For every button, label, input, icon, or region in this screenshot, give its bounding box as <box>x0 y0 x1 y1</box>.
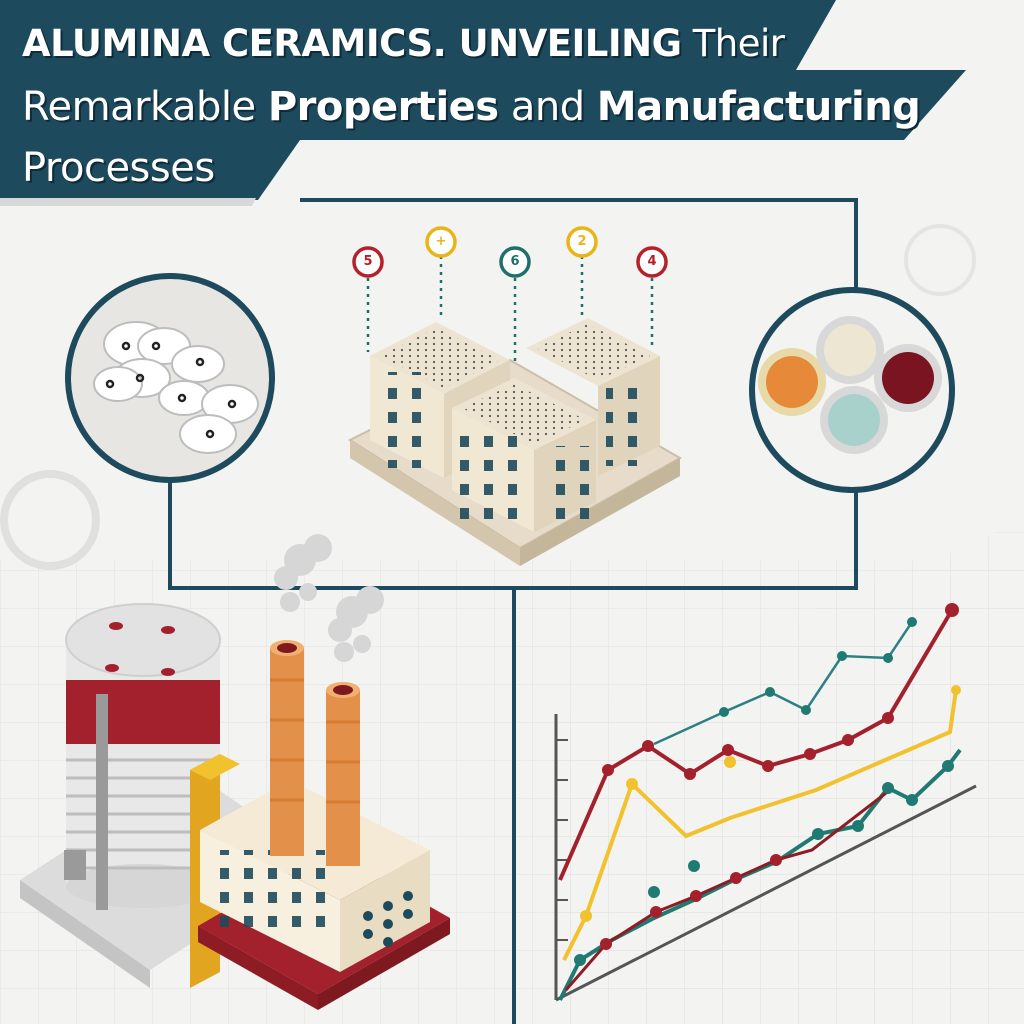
title-line-1: ALUMINA CERAMICS. UNVEILING Their <box>22 22 785 65</box>
marker-4-ring <box>566 226 598 258</box>
marker-1-label: 5 <box>363 254 373 269</box>
connector-frame <box>168 198 858 1024</box>
marker-5-label: 4 <box>647 254 657 269</box>
pigment-dish-icon <box>749 287 955 493</box>
line-chart-icon <box>554 520 1024 1024</box>
title-line-1-rest: Their <box>681 22 785 65</box>
decorative-gear-icon <box>0 470 100 570</box>
title-line-1-bold: ALUMINA CERAMICS. UNVEILING <box>22 22 682 65</box>
ceramic-block-icon <box>347 318 683 566</box>
title-line-2: Remarkable Properties and Manufacturing <box>22 84 921 130</box>
pellet-icon <box>65 273 275 483</box>
marker-4-label: 2 <box>577 234 587 249</box>
marker-5-ring <box>636 246 668 278</box>
marker-3-label: 6 <box>510 254 520 269</box>
title-line-2-pre: Remarkable <box>22 84 268 130</box>
title-line-2-mid: and <box>498 84 597 130</box>
marker-2-label: + <box>435 234 447 249</box>
marker-1-ring <box>352 246 384 278</box>
title-line-2-properties: Properties <box>267 84 499 130</box>
marker-rings <box>352 226 668 278</box>
marker-2-ring <box>425 226 457 258</box>
marker-leaders <box>366 256 654 370</box>
factory-icon <box>190 640 450 1010</box>
title-line-3: Processes <box>22 145 215 191</box>
title-line-2-manufacturing: Manufacturing <box>596 84 921 130</box>
header-banner <box>0 0 966 206</box>
smoke-icon <box>274 534 384 662</box>
decorative-circle-icon <box>904 224 976 296</box>
marker-3-ring <box>499 246 531 278</box>
